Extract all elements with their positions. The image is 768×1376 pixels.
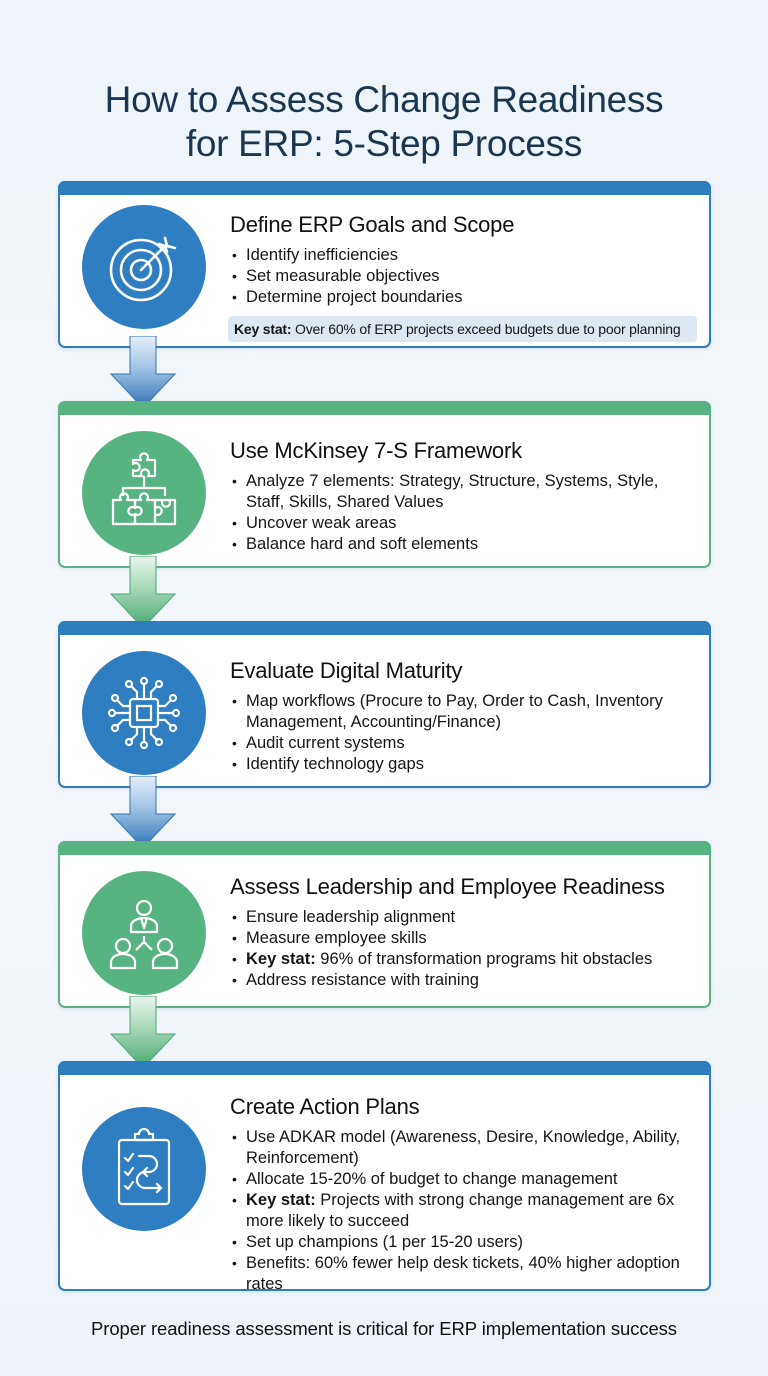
step-4-card: Assess Leadership and Employee Readiness… <box>58 841 711 1008</box>
keystat-label: Key stat: <box>234 321 292 337</box>
step-2-title: Use McKinsey 7-S Framework <box>230 438 522 463</box>
bullet: Set up champions (1 per 15-20 users) <box>230 1232 695 1253</box>
step-1-header-bar <box>58 181 711 195</box>
bullet: Analyze 7 elements: Strategy, Structure,… <box>230 471 695 513</box>
bullet: Determine project boundaries <box>230 287 695 308</box>
bullet: Measure employee skills <box>230 928 695 949</box>
target-icon <box>82 205 206 329</box>
step-1-keystat: Key stat: Over 60% of ERP projects excee… <box>228 316 697 342</box>
footer-note: Proper readiness assessment is critical … <box>91 1318 677 1339</box>
step-1-card: Define ERP Goals and Scope Identify inef… <box>58 181 711 348</box>
bullet: Address resistance with training <box>230 970 695 991</box>
step-4-bullets: Ensure leadership alignment Measure empl… <box>230 907 695 991</box>
bullet: Uncover weak areas <box>230 513 695 534</box>
bullet-keystat: Key stat: 96% of transformation programs… <box>230 949 695 970</box>
down-arrow-icon <box>109 996 177 1069</box>
bullet: Balance hard and soft elements <box>230 534 695 555</box>
bullet: Audit current systems <box>230 733 695 754</box>
keystat-text: Over 60% of ERP projects exceed budgets … <box>291 321 681 337</box>
team-hierarchy-icon <box>82 871 206 995</box>
step-4-header-bar <box>58 841 711 855</box>
clipboard-checklist-icon <box>82 1107 206 1231</box>
keystat-label: Key stat: <box>246 950 316 968</box>
step-3-title: Evaluate Digital Maturity <box>230 658 463 683</box>
bullet: Set measurable objectives <box>230 266 695 287</box>
step-1-bullets: Identify inefficiencies Set measurable o… <box>230 245 695 308</box>
title-line-1: How to Assess Change Readiness <box>104 79 664 120</box>
step-3-bullets: Map workflows (Procure to Pay, Order to … <box>230 691 695 775</box>
down-arrow-icon <box>109 776 177 849</box>
puzzle-pieces-icon <box>82 431 206 555</box>
down-arrow-icon <box>109 336 177 409</box>
step-5-bullets: Use ADKAR model (Awareness, Desire, Know… <box>230 1127 695 1295</box>
step-2-bullets: Analyze 7 elements: Strategy, Structure,… <box>230 471 695 555</box>
step-3-header-bar <box>58 621 711 635</box>
step-1-title: Define ERP Goals and Scope <box>230 212 515 237</box>
down-arrow-icon <box>109 556 177 629</box>
step-3-card: Evaluate Digital Maturity Map workflows … <box>58 621 711 788</box>
bullet-keystat: Key stat: Projects with strong change ma… <box>230 1190 695 1232</box>
keystat-text: 96% of transformation programs hit obsta… <box>315 950 653 968</box>
bullet: Identify inefficiencies <box>230 245 695 266</box>
step-5-header-bar <box>58 1061 711 1075</box>
keystat-label: Key stat: <box>246 1191 316 1209</box>
step-2-header-bar <box>58 401 711 415</box>
step-2-card: Use McKinsey 7-S Framework Analyze 7 ele… <box>58 401 711 568</box>
step-5-card: Create Action Plans Use ADKAR model (Awa… <box>58 1061 711 1293</box>
circuit-chip-icon <box>82 651 206 775</box>
keystat-text: Projects with strong change management a… <box>246 1191 675 1230</box>
bullet: Ensure leadership alignment <box>230 907 695 928</box>
title-line-2: for ERP: 5-Step Process <box>185 123 583 164</box>
bullet: Map workflows (Procure to Pay, Order to … <box>230 691 695 733</box>
step-5-title: Create Action Plans <box>230 1094 420 1119</box>
bullet: Use ADKAR model (Awareness, Desire, Know… <box>230 1127 695 1169</box>
page-title: How to Assess Change Readiness for ERP: … <box>0 78 768 166</box>
step-4-title: Assess Leadership and Employee Readiness <box>230 874 665 899</box>
bullet: Identify technology gaps <box>230 754 695 775</box>
bullet: Allocate 15-20% of budget to change mana… <box>230 1169 695 1190</box>
bullet: Benefits: 60% fewer help desk tickets, 4… <box>230 1253 695 1295</box>
